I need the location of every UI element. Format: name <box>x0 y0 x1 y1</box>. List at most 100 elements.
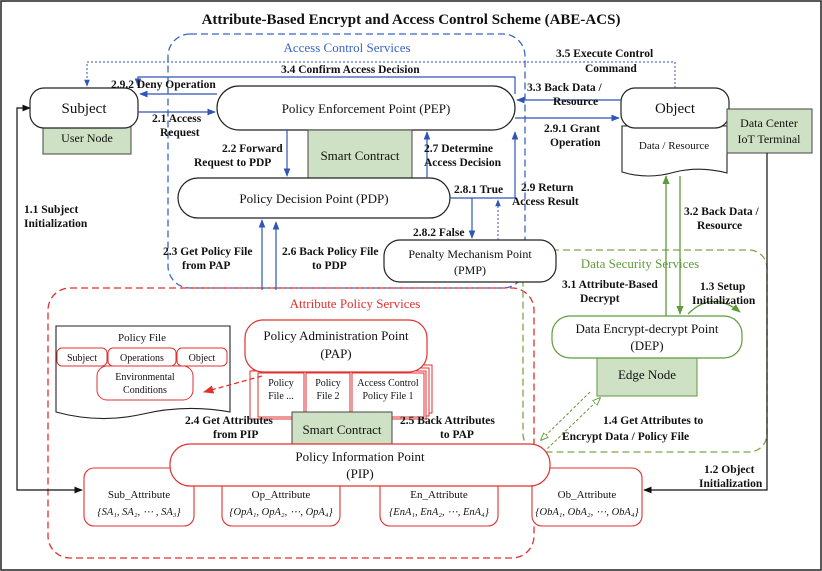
op-attribute-set: {OpA₁, OpA₂, ⋯, OpA₄} <box>229 507 333 518</box>
data-center-box <box>726 108 813 154</box>
pip-box <box>169 443 551 487</box>
subject-label: Subject <box>62 101 108 117</box>
pdp-label: Policy Decision Point (PDP) <box>239 191 388 206</box>
object-label: Object <box>655 101 696 117</box>
label-1-2-line2: Initialization <box>699 478 763 490</box>
arrow-1-2 <box>643 153 768 494</box>
diagram-title: Attribute-Based Encrypt and Access Contr… <box>202 12 621 28</box>
ob-attribute-box <box>531 467 643 527</box>
label-3-2-line2: Resource <box>697 220 742 232</box>
arrow-1-3 <box>687 300 741 315</box>
arrow-1-4-b <box>541 391 591 440</box>
dep-line2: (DEP) <box>630 338 663 353</box>
data-center-line1: Data Center <box>740 116 798 130</box>
label-2-1-line1: 2.1 Access <box>152 113 202 125</box>
label-3-3-line2: Resource <box>553 96 598 108</box>
label-2-7-line1: 2.7 Determine <box>424 143 493 155</box>
data-security-label: Data Security Services <box>581 256 699 271</box>
policy-file-object: Object <box>189 353 216 364</box>
arrow-pap-policy-file <box>202 375 263 394</box>
policy-file-object-box <box>176 347 228 367</box>
label-1-3-line2: Initialization <box>692 295 756 307</box>
policy-file-n-line1: Policy <box>268 378 294 389</box>
edge-node-box <box>596 351 698 397</box>
ob-attribute-set: {ObA₁, ObA₂, ⋯, ObA₄} <box>535 507 639 518</box>
policy-file-1-line1: Access Control <box>357 378 419 389</box>
ob-attribute-name: Ob_Attribute <box>558 489 617 501</box>
label-2-6-line1: 2.6 Back Policy File <box>282 246 378 258</box>
pap-line2: (PAP) <box>320 346 351 361</box>
label-2-2-line2: Request to PDP <box>194 157 271 169</box>
label-2-9-1-line2: Operation <box>550 137 601 149</box>
label-1-2-line1: 1.2 Object <box>704 464 755 476</box>
label-2-5-line1: 2.5 Back Attributes <box>400 415 495 427</box>
pmp-line2: (PMP) <box>454 263 486 277</box>
pap-line1: Policy Administration Point <box>263 328 409 343</box>
pmp-box <box>383 239 557 283</box>
label-2-1-line2: Request <box>160 127 200 139</box>
policy-file-n-box <box>257 372 305 418</box>
label-2-8-2: 2.8.2 False <box>413 227 464 239</box>
pmp-line1: Penalty Mechanism Point <box>408 247 532 261</box>
policy-file-2-box <box>305 372 351 418</box>
policy-file-n-line2: File ... <box>268 391 294 402</box>
arrow-1-1 <box>16 104 83 494</box>
en-attribute-name: En_Attribute <box>410 489 468 501</box>
label-1-4-line2: Encrypt Data / Policy File <box>562 431 689 443</box>
attribute-policy-label: Attribute Policy Services <box>290 296 421 311</box>
arrow-1-4-a <box>546 398 600 450</box>
label-2-9-2: 2.9.2 Deny Operation <box>111 79 216 91</box>
label-2-9-1-line1: 2.9.1 Grant <box>544 123 600 135</box>
label-3-1-line2: Decrypt <box>580 293 620 305</box>
label-2-8-1: 2.8.1 True <box>454 184 503 196</box>
policy-file-title: Policy File <box>118 332 166 344</box>
sub-attribute-name: Sub_Attribute <box>108 489 170 501</box>
arrow-3-4 <box>134 76 516 94</box>
label-1-4-line1: 1.4 Get Attributes to <box>603 415 704 427</box>
smart-contract-top-label: Smart Contract <box>320 148 399 163</box>
sub-attribute-set: {SA₁, SA₂, ⋯ , SA₃} <box>97 507 181 518</box>
label-2-9-line1: 2.9 Return <box>521 182 574 194</box>
edge-node-label: Edge Node <box>618 367 676 382</box>
data-center-line2: IoT Terminal <box>737 132 801 146</box>
pip-line2: (PIP) <box>346 466 373 481</box>
label-1-1-line2: Initialization <box>24 218 88 230</box>
dep-box <box>551 315 743 359</box>
policy-file-2-line2: File 2 <box>316 391 339 402</box>
policy-file-env-line1: Environmental <box>115 372 175 383</box>
smart-contract-top-box <box>307 129 413 183</box>
data-resource-box <box>621 125 728 177</box>
sub-attribute-box <box>83 467 195 527</box>
data-resource-label: Data / Resource <box>639 140 709 152</box>
pip-line1: Policy Information Point <box>295 449 425 464</box>
label-2-4-line1: 2.4 Get Attributes <box>185 415 273 427</box>
policy-file-operations: Operations <box>120 353 164 364</box>
policy-file-env-line2: Conditions <box>123 385 167 396</box>
label-2-2-line1: 2.2 Forward <box>222 143 283 155</box>
label-1-3-line1: 1.3 Setup <box>700 281 745 293</box>
dep-line1: Data Encrypt-decrypt Point <box>576 321 719 336</box>
arrow-3-5 <box>84 61 676 88</box>
label-1-1-line1: 1.1 Subject <box>24 204 78 216</box>
label-3-5-line2: Command <box>585 63 637 75</box>
policy-file-1-box <box>351 372 425 418</box>
label-2-3-line2: from PAP <box>182 260 230 272</box>
pep-label: Policy Enforcement Point (PEP) <box>282 101 451 116</box>
policy-file-env-box <box>96 365 194 401</box>
en-attribute-set: {EnA₁, EnA₂, ⋯, EnA₄} <box>389 507 490 518</box>
label-2-3-line1: 2.3 Get Policy File <box>163 246 252 258</box>
label-2-5-line2: to PAP <box>440 429 474 441</box>
label-3-3-line1: 3.3 Back Data / <box>527 82 603 94</box>
policy-file-subject: Subject <box>67 353 97 364</box>
label-3-2-line1: 3.2 Back Data / <box>684 206 760 218</box>
pap-box <box>244 319 428 373</box>
label-2-6-line2: to PDP <box>312 260 347 272</box>
access-control-label: Access Control Services <box>283 40 410 55</box>
policy-file-2-line1: Policy <box>315 378 341 389</box>
policy-file-1-line2: Policy File 1 <box>362 391 413 402</box>
user-node-label: User Node <box>61 131 113 145</box>
label-2-9-line2: Access Result <box>512 196 579 208</box>
label-3-4: 3.4 Confirm Access Decision <box>281 64 420 76</box>
op-attribute-name: Op_Attribute <box>252 489 311 501</box>
label-2-7-line2: Access Decision <box>424 157 502 169</box>
